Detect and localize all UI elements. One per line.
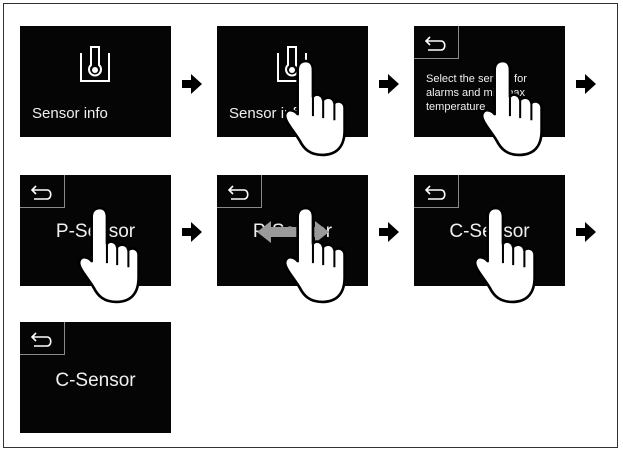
back-button[interactable] [217,175,262,208]
diagram-frame: Sensor info Sensor info Select the senso… [3,3,618,448]
sensor-name: C-Sensor [55,370,136,391]
screen-label[interactable]: Sensor info [32,105,108,122]
back-button[interactable] [414,175,459,208]
arrow-right-icon [576,74,596,94]
arrow-right-icon [182,222,202,242]
screen-c-sensor-selected: C-Sensor [20,322,171,433]
tap-hand-icon [480,59,543,157]
back-button[interactable] [20,175,65,208]
thermometer-icon [80,46,110,82]
swipe-arrows-icon [257,221,329,243]
arrow-right-icon [379,74,399,94]
screen-sensor-info: Sensor info [20,26,171,137]
arrow-right-icon [379,222,399,242]
swipe-hand-icon [283,206,346,304]
back-icon [425,36,446,51]
arrow-right-icon [182,74,202,94]
tap-hand-icon [77,206,140,304]
back-button[interactable] [20,322,65,355]
back-icon [228,185,249,200]
arrow-right-icon [576,222,596,242]
back-icon [425,185,446,200]
tap-hand-icon [473,206,536,304]
back-icon [31,185,52,200]
back-button[interactable] [414,26,459,59]
back-icon [31,332,52,347]
tap-hand-icon [283,59,346,157]
